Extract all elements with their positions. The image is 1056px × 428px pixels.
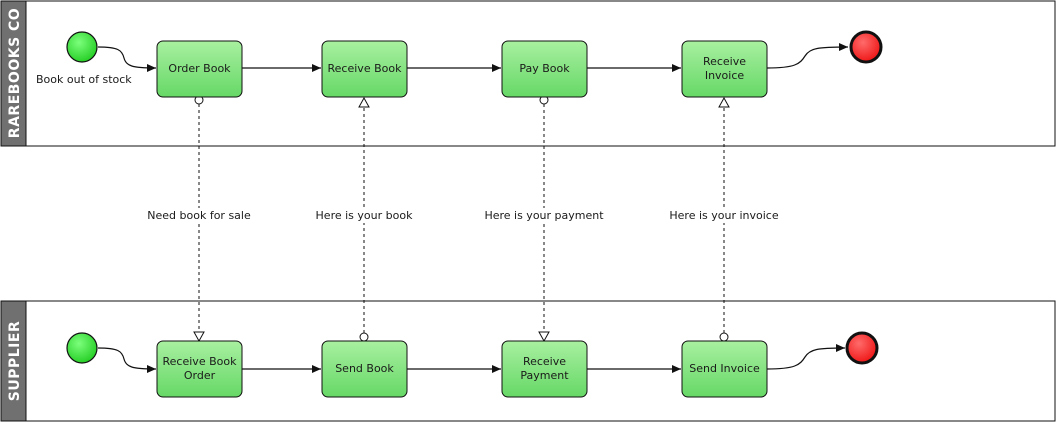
start-event-rarebooks[interactable] (66, 31, 98, 63)
start-event-supplier[interactable] (66, 332, 98, 364)
pool-title-rarebooks: RAREBOOKS CO (7, 8, 23, 138)
message-labels: Need book for sale Here is your book Her… (145, 208, 781, 223)
task-label: Pay Book (519, 62, 570, 75)
task-receive-book[interactable]: Receive Book (321, 40, 408, 98)
message-label-here-payment: Here is your payment (484, 209, 604, 222)
task-receive-payment[interactable]: Receive Payment (501, 340, 588, 398)
task-receive-invoice[interactable]: Receive Invoice (681, 40, 768, 98)
task-order-book[interactable]: Order Book (156, 40, 243, 98)
end-event-rarebooks[interactable] (849, 30, 883, 64)
task-label-line-1: Receive (523, 355, 566, 368)
task-label: Order Book (168, 62, 231, 75)
task-label-line-2: Invoice (705, 69, 745, 82)
events: Book out of stock (36, 30, 883, 365)
task-label-line-1: Receive Book (163, 355, 238, 368)
start-event-label: Book out of stock (36, 73, 132, 86)
message-label-here-book: Here is your book (316, 209, 414, 222)
message-label-need-book: Need book for sale (147, 209, 251, 222)
message-label-background (667, 208, 781, 223)
message-label-here-invoice: Here is your invoice (669, 209, 778, 222)
tasks-rarebooks: Order Book Receive Book Pay Book Receive… (156, 40, 768, 98)
task-pay-book[interactable]: Pay Book (501, 40, 588, 98)
task-label-line-1: Receive (703, 55, 746, 68)
task-send-invoice[interactable]: Send Invoice (681, 340, 768, 398)
sequence-flows-supplier (97, 344, 846, 373)
end-event-supplier[interactable] (845, 331, 879, 365)
task-label-line-2: Payment (520, 369, 569, 382)
sequence-flows-rarebooks (97, 43, 849, 72)
pool-title-supplier: SUPPLIER (7, 321, 23, 401)
task-label: Send Book (335, 362, 394, 375)
task-label: Receive Book (328, 62, 403, 75)
message-flow-origins (194, 95, 729, 342)
tasks-supplier: Receive Book Order Send Book Receive Pay… (156, 340, 768, 398)
task-receive-book-order[interactable]: Receive Book Order (156, 340, 243, 398)
task-label: Send Invoice (689, 362, 760, 375)
message-label-background (482, 208, 607, 223)
message-label-background (145, 208, 253, 223)
message-label-background (313, 208, 416, 223)
task-send-book[interactable]: Send Book (321, 340, 408, 398)
task-label-line-2: Order (184, 369, 216, 382)
